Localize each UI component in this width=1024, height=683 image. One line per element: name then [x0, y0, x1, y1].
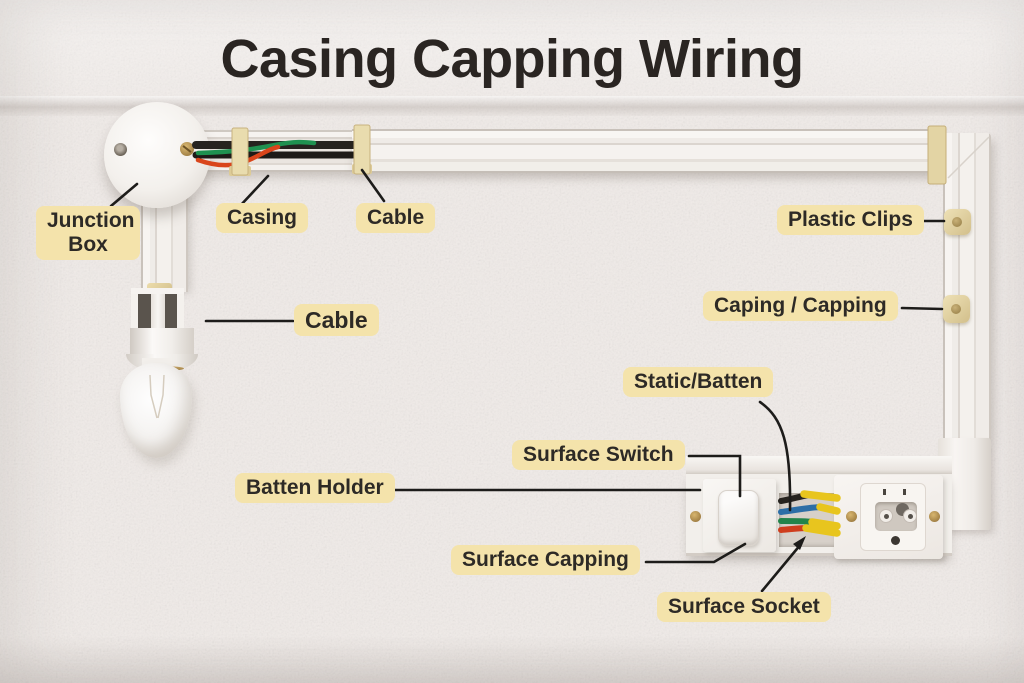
- wall-bottom-shadow: [0, 636, 1024, 683]
- bracket-bar: [131, 288, 184, 294]
- horizontal-capped-casing: [352, 129, 943, 173]
- wall-top-band: [0, 0, 1024, 98]
- socket-screw-right: [929, 511, 940, 522]
- wall-seam: [0, 96, 1024, 116]
- clip-screw-hole: [952, 217, 962, 227]
- label-batten-holder: Batten Holder: [235, 473, 395, 503]
- label-text: Box: [68, 232, 108, 256]
- label-cable-top: Cable: [356, 203, 436, 233]
- socket-screw-left: [846, 511, 857, 522]
- plastic-clip-upper: [944, 209, 971, 235]
- switch-rocker: [718, 490, 759, 546]
- label-text: Junction: [47, 209, 135, 232]
- label-cable-mid: Cable: [294, 304, 379, 337]
- socket-screw-hole-bottom: [891, 536, 900, 545]
- plastic-clip-lower: [943, 295, 970, 323]
- label-junction-box: Junction Box: [36, 206, 140, 260]
- bracket-bar: [131, 288, 138, 330]
- open-casing-channel: [188, 130, 358, 172]
- label-surface-switch: Surface Switch: [512, 440, 685, 470]
- clip-screw-hole: [951, 304, 961, 314]
- pin-hole-dot: [884, 514, 889, 519]
- socket-pin-hole-right: [903, 509, 917, 523]
- wire-window: [779, 493, 838, 547]
- board-screw: [690, 511, 701, 522]
- label-static-batten: Static/Batten: [623, 367, 774, 397]
- vertical-casing-right: [943, 133, 991, 443]
- socket-marking: [883, 489, 886, 495]
- label-surface-capping: Surface Capping: [451, 545, 640, 575]
- junction-box-hole: [114, 143, 127, 156]
- socket-pin-hole-left: [879, 509, 893, 523]
- label-plastic-clips: Plastic Clips: [777, 205, 924, 235]
- batten-board-rail: [686, 456, 952, 476]
- bracket-bar: [151, 288, 165, 330]
- label-caping-capping: Caping / Capping: [703, 291, 898, 321]
- bracket-bar: [177, 288, 184, 330]
- batten-holder-bracket: [131, 288, 184, 330]
- pin-hole-dot: [908, 514, 913, 519]
- label-surface-socket: Surface Socket: [657, 592, 831, 622]
- socket-marking: [903, 489, 906, 495]
- page-title: Casing Capping Wiring: [220, 29, 805, 89]
- label-casing: Casing: [216, 203, 309, 233]
- junction-box-screw: [180, 142, 194, 156]
